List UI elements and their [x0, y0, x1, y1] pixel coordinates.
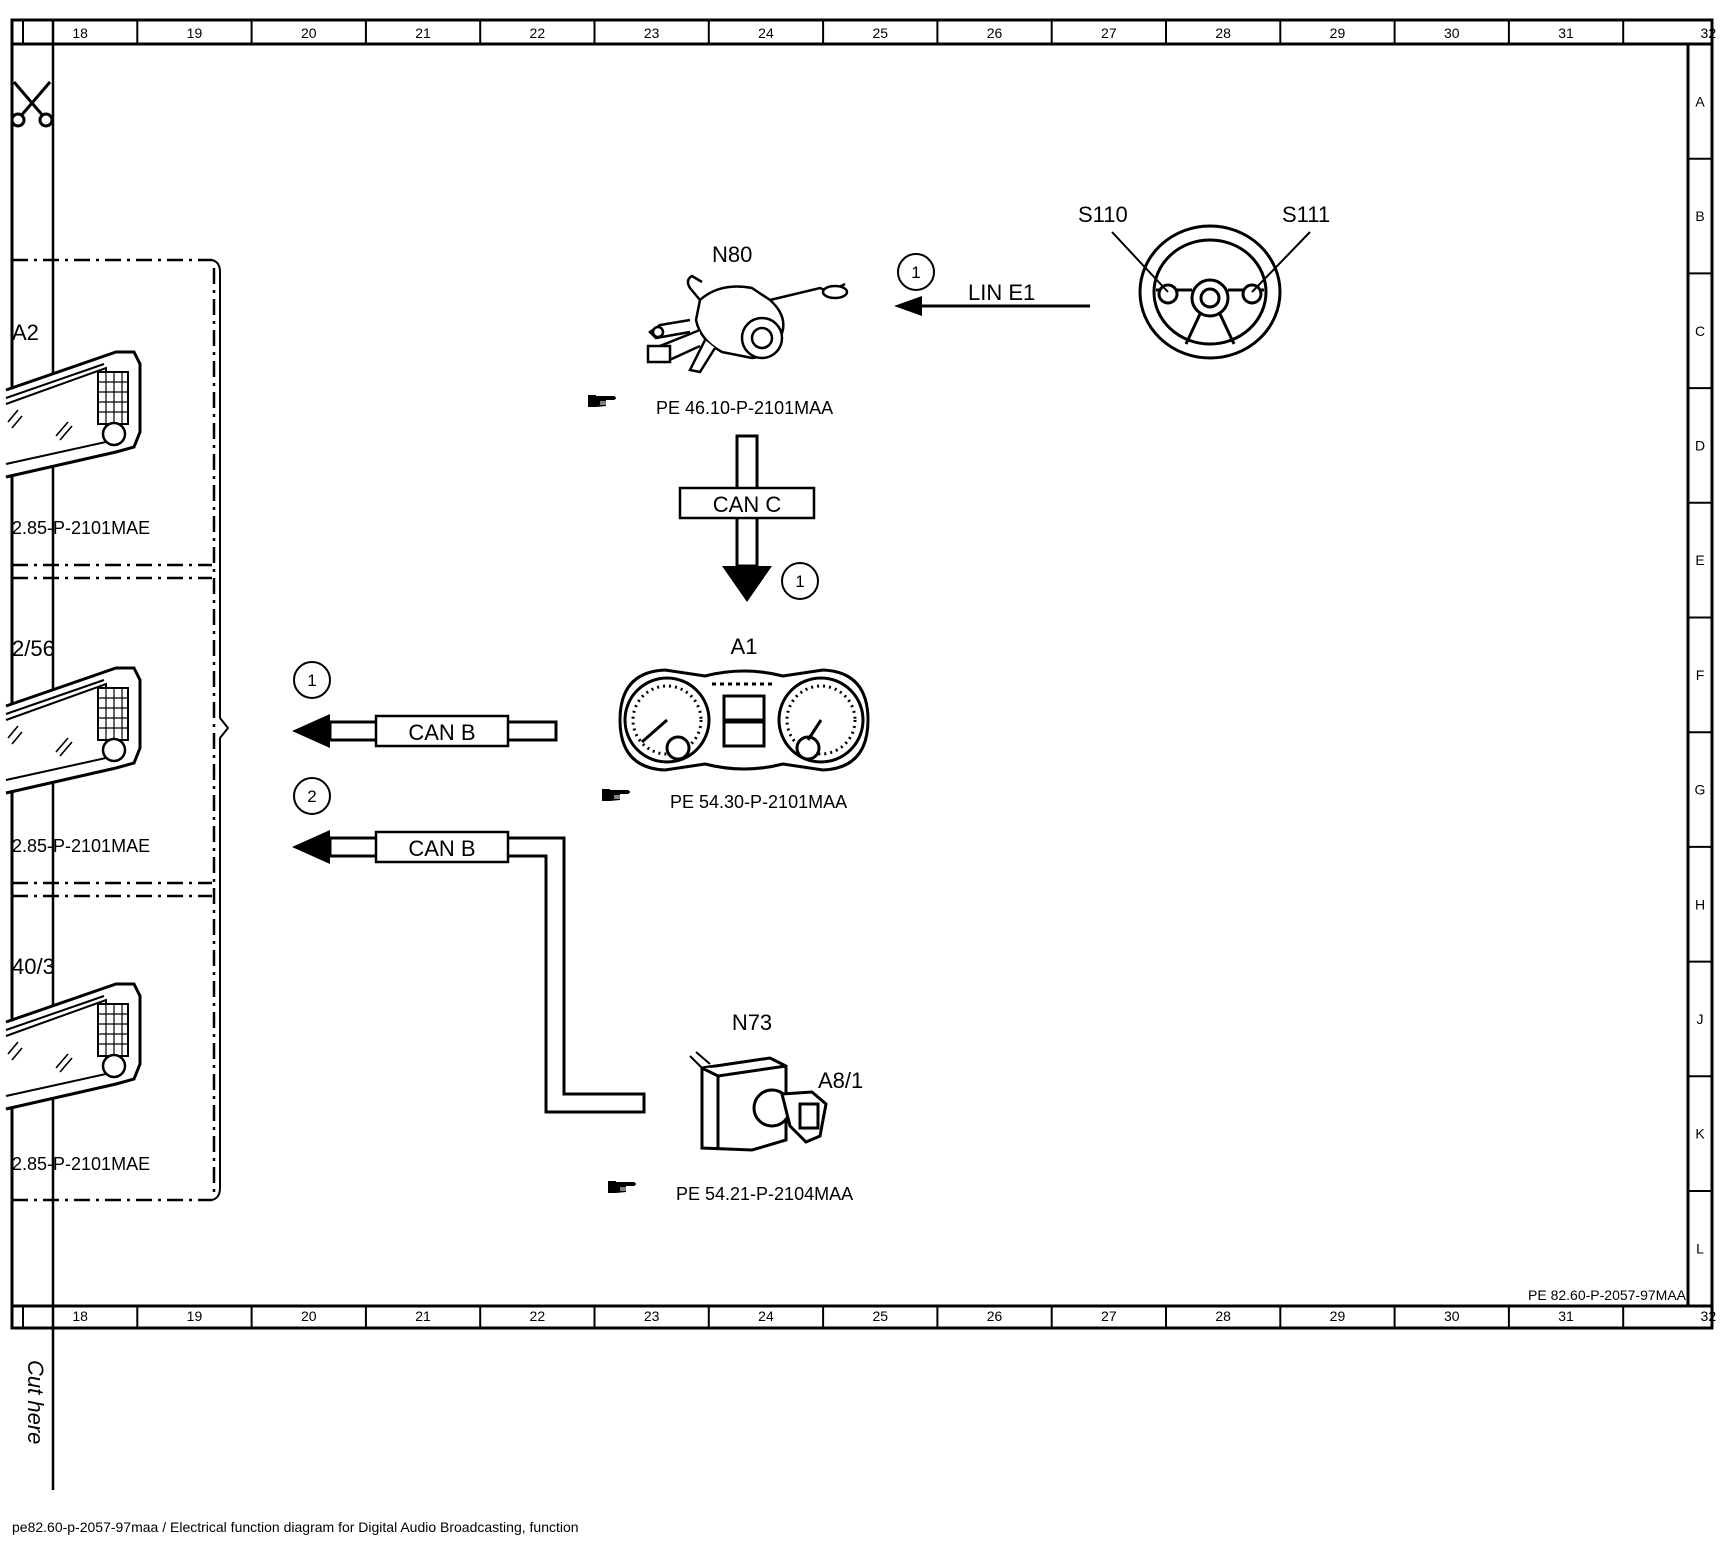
ruler-top-col-28: 28: [1215, 25, 1231, 41]
ruler-bottom-col-31: 31: [1558, 1308, 1574, 1324]
label-a2: A2: [12, 320, 39, 345]
lin-marker: 1: [911, 263, 920, 282]
ruler-row-E: E: [1695, 552, 1704, 568]
head-unit-a2-image: [4, 350, 142, 479]
ruler-top-col-24: 24: [758, 25, 774, 41]
ruler-bottom-col-21: 21: [415, 1308, 431, 1324]
ref-left-3: 2.85-P-2101MAE: [12, 1154, 150, 1174]
label-s111: S111: [1282, 202, 1330, 227]
ruler-bottom-col-20: 20: [301, 1308, 317, 1324]
ruler-top-col-23: 23: [644, 25, 660, 41]
ref-left-1: 2.85-P-2101MAE: [12, 518, 150, 538]
ruler-top-col-22: 22: [530, 25, 546, 41]
ruler-top-col-19: 19: [187, 25, 203, 41]
ref-a1: PE 54.30-P-2101MAA: [670, 792, 847, 812]
head-unit-a2-56: 2/56 2.85-P-2101MAE: [4, 636, 150, 856]
ruler-row-H: H: [1695, 896, 1705, 912]
lin-e1-label: LIN E1: [968, 280, 1035, 305]
ruler-top-col-31: 31: [1558, 25, 1574, 41]
ruler-bottom-col-30: 30: [1444, 1308, 1460, 1324]
can-b-1-label: CAN B: [408, 720, 475, 745]
ruler-row-F: F: [1696, 667, 1705, 683]
ruler-row-L: L: [1696, 1240, 1704, 1256]
n73-module: N73 A8/1 PE 54.21-P-2104MAA: [676, 1010, 863, 1204]
can-b-2-marker: 2: [307, 787, 316, 806]
s110-leader: [1111, 231, 1169, 293]
ruler-top-col-20: 20: [301, 25, 317, 41]
head-unit-a40-3: 40/3 2.85-P-2101MAE: [4, 954, 150, 1174]
can-b-1-connection: CAN B 1: [292, 661, 558, 748]
ruler-bottom-col-32: 32: [1701, 1308, 1717, 1324]
label-a2-56: 2/56: [12, 636, 55, 661]
cut-here-label: Cut here: [23, 1360, 48, 1444]
head-unit-a2: A2 2.85-P-2101MAE: [4, 320, 150, 538]
ruler-bottom-col-19: 19: [187, 1308, 203, 1324]
label-n80: N80: [712, 242, 752, 267]
ruler-row-D: D: [1695, 437, 1705, 453]
frame: [10, 18, 1714, 1490]
head-unit-group-outline: [12, 258, 216, 1202]
ignition-switch-image: [689, 1051, 828, 1152]
ruler-top-col-27: 27: [1101, 25, 1117, 41]
ruler-row-A: A: [1695, 93, 1705, 109]
head-unit-a2-56-image: [4, 666, 142, 795]
label-n73: N73: [732, 1010, 772, 1035]
group-brace: [211, 259, 230, 1201]
ruler-row-G: G: [1695, 782, 1706, 798]
ruler-bottom-col-18: 18: [72, 1308, 88, 1324]
s111-leader: [1251, 231, 1311, 293]
ruler-top-col-29: 29: [1330, 25, 1346, 41]
ruler-row-B: B: [1695, 208, 1704, 224]
n80-module: N80 PE 46.10-P-2101MAA: [646, 242, 849, 418]
ruler-top-col-25: 25: [872, 25, 888, 41]
label-a8-1: A8/1: [818, 1068, 863, 1093]
ruler-row-K: K: [1695, 1126, 1705, 1142]
ruler-bottom-col-29: 29: [1330, 1308, 1346, 1324]
ruler-row-J: J: [1697, 1011, 1704, 1027]
lin-e1-connection: LIN E1 1: [894, 253, 1090, 316]
label-a1: A1: [731, 634, 758, 659]
ruler-row-C: C: [1695, 323, 1705, 339]
steering-column-module-image: [646, 274, 849, 374]
head-unit-a40-3-image: [4, 982, 142, 1111]
ruler-bottom-col-24: 24: [758, 1308, 774, 1324]
reference-hand-icon: [608, 1181, 636, 1193]
ruler-ticks: [22, 20, 1712, 1328]
ref-left-2: 2.85-P-2101MAE: [12, 836, 150, 856]
can-c-label: CAN C: [713, 492, 782, 517]
ruler-top-col-30: 30: [1444, 25, 1460, 41]
ref-n73: PE 54.21-P-2104MAA: [676, 1184, 853, 1204]
steering-wheel: S110 S111: [1078, 202, 1330, 360]
ruler-bottom-col-23: 23: [644, 1308, 660, 1324]
can-b-2-connection: CAN B 2: [292, 777, 646, 1114]
doc-number: PE 82.60-P-2057-97MAA: [1528, 1287, 1687, 1303]
ruler-labels: 1818191920202121222223232424252526262727…: [72, 25, 1716, 1324]
ruler-top-col-21: 21: [415, 25, 431, 41]
ruler-top-col-26: 26: [987, 25, 1003, 41]
diagram-caption: pe82.60-p-2057-97maa / Electrical functi…: [12, 1519, 579, 1535]
can-c-marker: 1: [795, 572, 804, 591]
instrument-cluster-image: [618, 668, 870, 772]
label-a40-3: 40/3: [12, 954, 55, 979]
ruler-bottom-col-27: 27: [1101, 1308, 1117, 1324]
ref-n80: PE 46.10-P-2101MAA: [656, 398, 833, 418]
a1-instrument-cluster: A1 PE 54.30-P-2101MAA: [618, 634, 870, 812]
reference-hand-icon: [602, 789, 630, 801]
ruler-bottom-col-26: 26: [987, 1308, 1003, 1324]
reference-hand-icon: [588, 395, 616, 407]
ruler-bottom-col-25: 25: [872, 1308, 888, 1324]
scissors-icon: [10, 81, 54, 128]
ruler-bottom-col-22: 22: [530, 1308, 546, 1324]
ruler-top-col-32: 32: [1701, 25, 1717, 41]
can-c-connection: CAN C 1: [678, 434, 819, 602]
can-b-2-label: CAN B: [408, 836, 475, 861]
ruler-bottom-col-28: 28: [1215, 1308, 1231, 1324]
steering-wheel-image: [1138, 224, 1282, 360]
ruler-top-col-18: 18: [72, 25, 88, 41]
can-b-1-marker: 1: [307, 671, 316, 690]
label-s110: S110: [1078, 202, 1128, 227]
